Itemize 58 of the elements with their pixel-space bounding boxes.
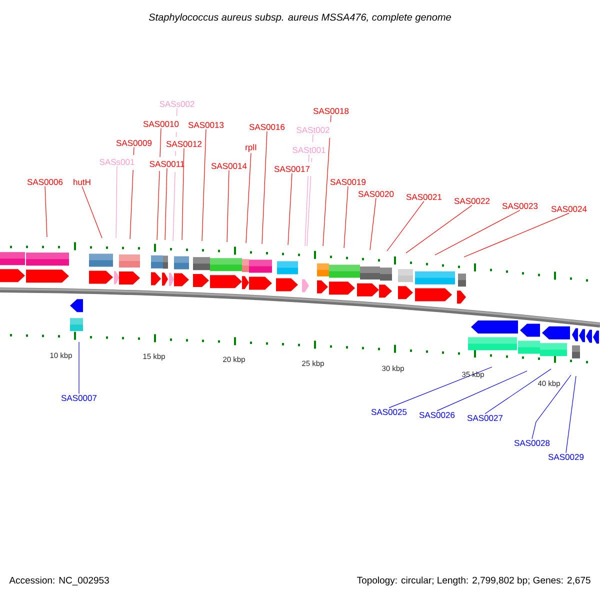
leader-line	[130, 146, 134, 240]
gene-label: SAS0014	[211, 163, 247, 169]
leader-line	[406, 204, 472, 254]
leader-line	[78, 342, 80, 394]
leader-line	[370, 198, 376, 250]
gene-label: SAS0023	[502, 203, 538, 209]
leader-line	[116, 166, 118, 238]
gene-label: hutH	[74, 178, 90, 186]
gene-label: SAS0025	[371, 409, 407, 415]
leader-line	[288, 172, 292, 246]
gene-label: SAS0024	[551, 206, 587, 212]
gene-label: SAS0013	[188, 122, 224, 128]
leader-line	[226, 170, 230, 242]
gene-label: SAS0006	[27, 179, 63, 185]
leader-line	[386, 200, 424, 252]
leader-line	[304, 154, 310, 246]
leader-line	[156, 128, 162, 240]
accession-text: Accession: NC_002953	[9, 576, 109, 586]
leader-line	[172, 108, 178, 242]
leader-line	[82, 186, 102, 238]
gene-label: SASt001	[292, 147, 326, 153]
genome-info-text: Topology: circular; Length: 2,799,802 bp; Genes: 2,675	[357, 576, 590, 586]
leader-line	[388, 366, 492, 408]
gene-label: SAS0029	[548, 454, 584, 460]
leader-line	[246, 152, 252, 244]
leader-line	[464, 212, 570, 258]
gene-label: SAS0018	[313, 108, 349, 114]
leader-line	[322, 114, 332, 246]
leader-line	[566, 376, 576, 454]
leader-line	[44, 186, 48, 238]
leader-line	[436, 370, 528, 412]
leader-line	[262, 130, 268, 244]
gene-label: SASs001	[100, 159, 134, 165]
leader-line	[484, 368, 552, 414]
gene-label: SAS0021	[406, 194, 442, 200]
gene-label: SAS0022	[454, 198, 490, 204]
gene-label: rplI	[246, 144, 256, 152]
gene-label: SAS0027	[467, 415, 503, 421]
gene-label: SAS0016	[249, 124, 285, 130]
leader-line	[434, 210, 520, 256]
gene-label: SAS0019	[330, 179, 366, 185]
leader-line	[532, 374, 572, 440]
gene-label: SAS0012	[166, 141, 202, 147]
gene-label: SAS0026	[419, 412, 455, 418]
leader-line	[164, 168, 168, 240]
gene-label: SASs002	[160, 101, 194, 107]
gene-label: SAS0020	[358, 191, 394, 197]
gene-label: SAS0028	[514, 440, 550, 446]
leader-line	[182, 148, 184, 240]
title: Staphylococcus aureus subsp. aureus MSSA476, complete genome	[148, 13, 451, 23]
gene-label: SAS0007	[61, 395, 97, 401]
gene-label: SAS0009	[116, 140, 152, 146]
gene-label: SAS0010	[143, 121, 179, 127]
gene-label: SAS0017	[274, 166, 310, 172]
leader-line	[202, 128, 206, 242]
leader-line	[344, 186, 348, 248]
gene-label: SASt002	[296, 127, 330, 133]
leader-line	[306, 134, 314, 246]
